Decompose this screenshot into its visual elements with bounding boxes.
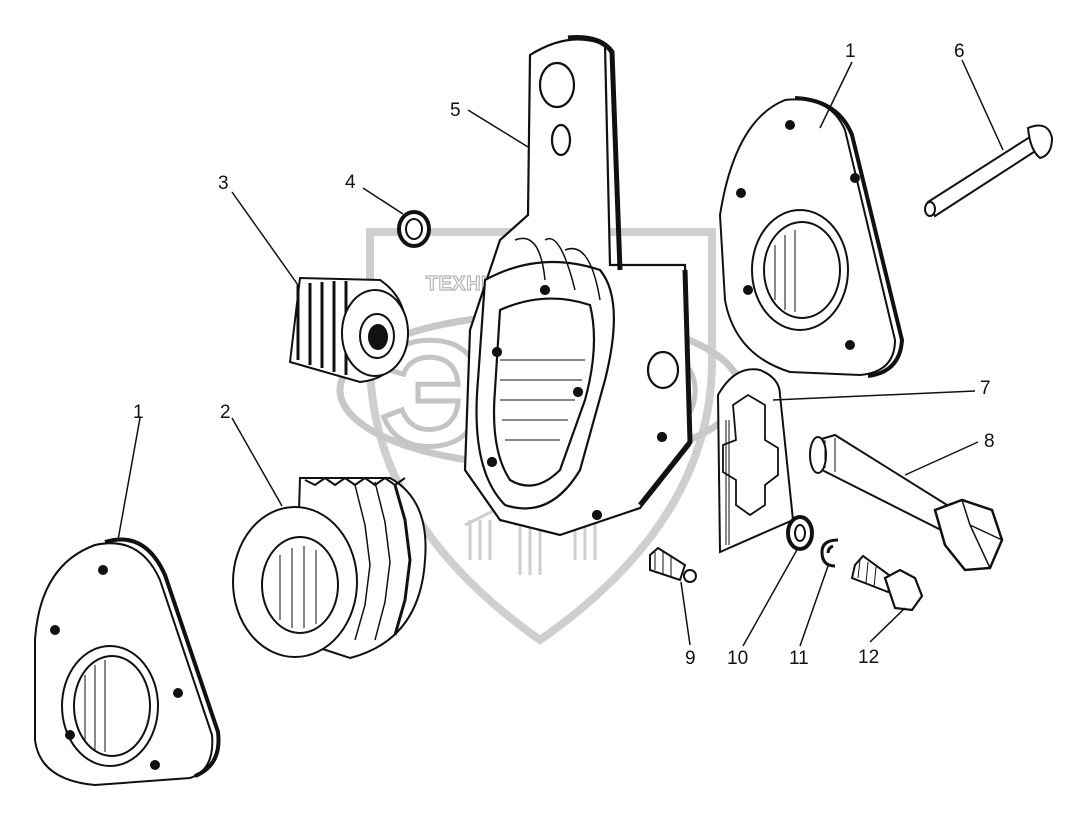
callout-label-3: 3 <box>218 173 229 194</box>
part-5-lever-housing <box>463 35 693 537</box>
leader-4 <box>362 187 404 215</box>
callout-label-9: 9 <box>685 648 696 669</box>
leader-1-upper <box>819 61 853 129</box>
leader-2 <box>231 417 283 507</box>
leader-lines <box>117 59 1004 647</box>
leader-10 <box>742 547 799 647</box>
callout-label-12: 12 <box>858 647 879 668</box>
leader-11 <box>799 565 829 647</box>
callout-label-7: 7 <box>980 378 991 399</box>
leader-9 <box>680 581 691 646</box>
leader-3 <box>231 191 299 286</box>
callout-label-5: 5 <box>450 100 461 121</box>
callout-label-2: 2 <box>220 402 231 423</box>
leader-8 <box>904 441 979 476</box>
callout-label-10: 10 <box>727 648 748 669</box>
leader-1-lower <box>117 417 141 541</box>
callout-labels: 1 1 2 3 4 5 6 7 8 9 10 11 12 <box>133 41 995 669</box>
part-10-washer <box>786 515 814 551</box>
callout-label-11: 11 <box>789 648 809 669</box>
leader-12 <box>869 607 906 643</box>
leader-5 <box>467 109 529 148</box>
part-12-bolt <box>850 554 924 612</box>
part-6-pin <box>924 124 1054 218</box>
part-11-lock-washer <box>820 538 839 568</box>
callout-label-1-lower: 1 <box>133 402 144 423</box>
leader-7 <box>772 390 976 401</box>
part-2-worm-gear <box>232 476 427 660</box>
part-7-gasket-plate <box>716 368 795 554</box>
part-1-lower-plate <box>34 537 221 787</box>
callout-label-4: 4 <box>345 172 356 193</box>
part-3-worm <box>288 276 409 384</box>
callout-label-8: 8 <box>984 431 995 452</box>
leader-6 <box>961 59 1004 151</box>
callout-label-6: 6 <box>954 41 965 62</box>
part-9-grease-fitting <box>649 546 697 583</box>
part-4-washer <box>397 210 431 248</box>
callout-label-1-upper: 1 <box>845 41 856 62</box>
part-8-bolt-shaft <box>809 433 1004 572</box>
part-1-upper-plate <box>718 96 905 378</box>
